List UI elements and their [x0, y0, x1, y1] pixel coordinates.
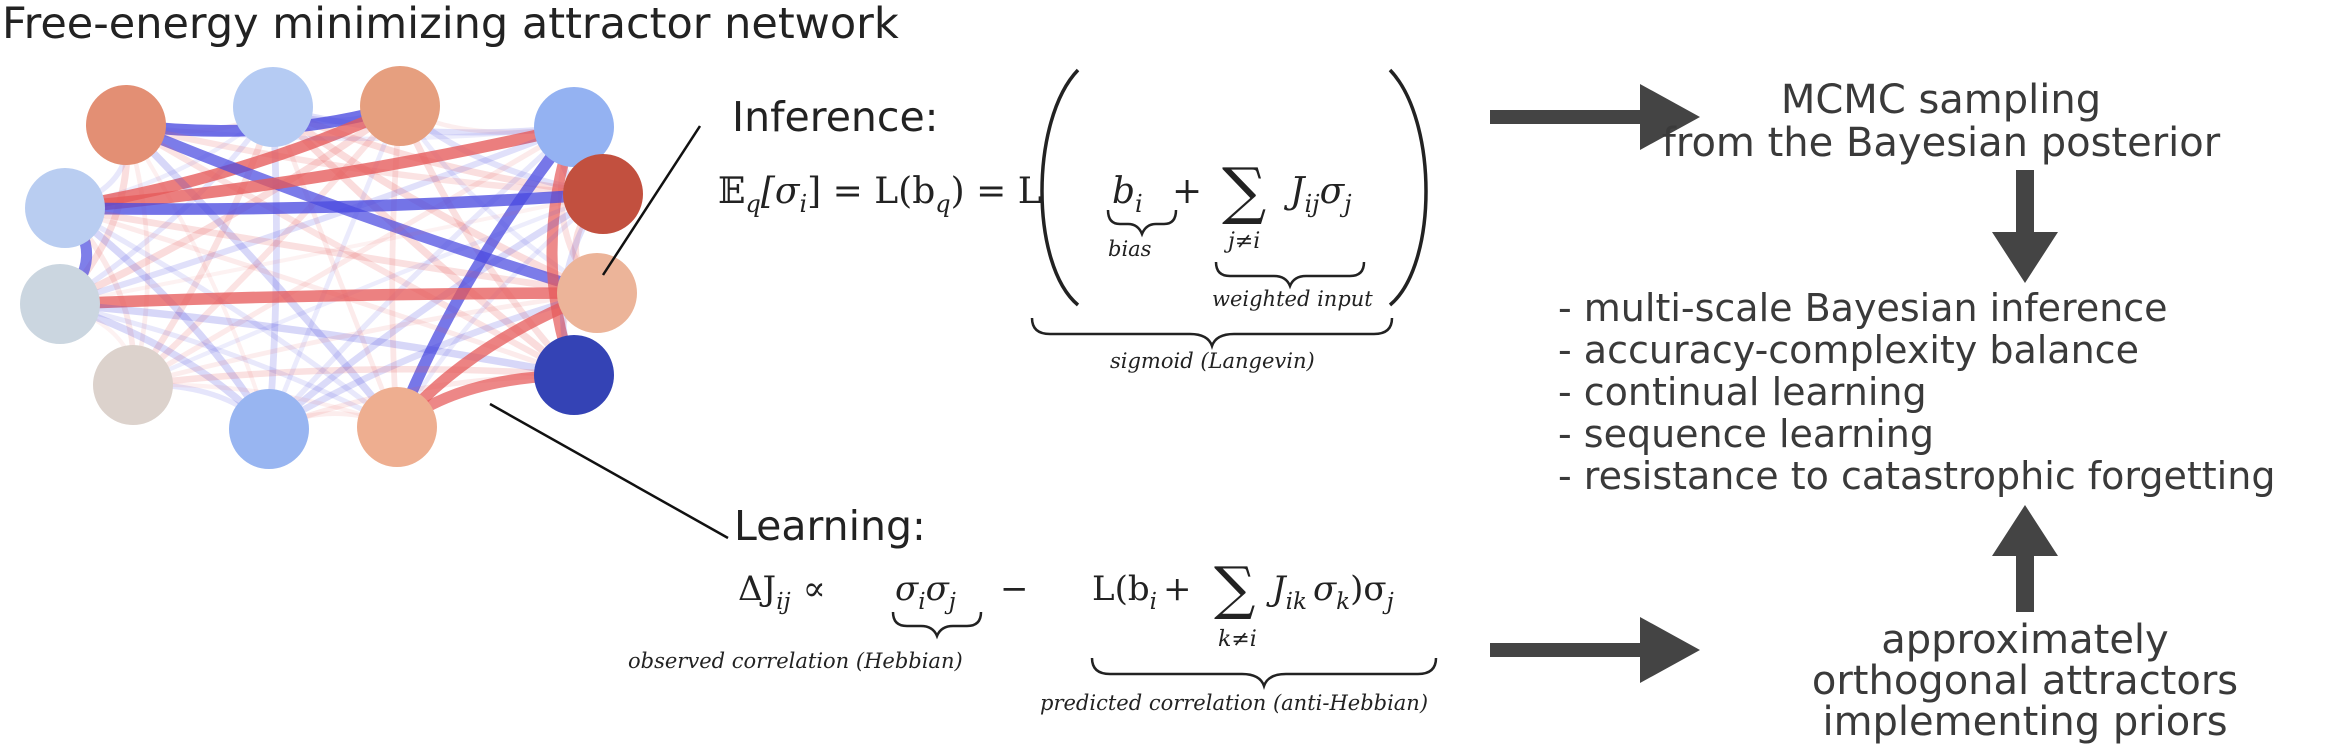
network-edge — [56, 123, 578, 308]
network-edge — [54, 287, 603, 310]
right-big-paren — [1388, 68, 1428, 307]
hebbian-underbrace — [891, 611, 983, 640]
network-node — [360, 66, 440, 146]
sum-symbol: ∑ — [1222, 154, 1266, 227]
sigmoid-label: sigmoid (Langevin) — [1110, 349, 1315, 373]
predicted-correlation-label: predicted correlation (anti-Hebbian) — [1040, 691, 1428, 715]
network-edge — [129, 366, 578, 389]
observed-correlation-label: observed correlation (Hebbian) — [628, 649, 963, 673]
network-node — [25, 168, 105, 248]
inference-leader-line — [601, 125, 702, 276]
network-node — [557, 253, 637, 333]
learning-sum-symbol: ∑ — [1214, 554, 1255, 622]
bias-underbrace — [1106, 209, 1178, 238]
network-edge — [130, 290, 600, 388]
learning-sum-index: k≠i — [1218, 627, 1257, 652]
network-node — [534, 335, 614, 415]
attractors-line-3: implementing priors — [1822, 699, 2227, 745]
mcmc-line-1: MCMC sampling — [1781, 77, 2101, 123]
arrows — [1490, 84, 2058, 683]
network-edge — [391, 121, 580, 433]
network-edge — [265, 103, 280, 433]
property-item: - resistance to catastrophic forgetting — [1558, 454, 2275, 498]
network-edge — [56, 300, 578, 379]
arrow-to-mcmc — [1490, 84, 1700, 150]
prediction-underbrace — [1090, 657, 1438, 690]
weighted-input-label: weighted input — [1212, 287, 1373, 311]
plus-sign: + — [1172, 171, 1202, 212]
network-edge — [120, 119, 603, 299]
attractors-block: approximately orthogonal attractors impl… — [1812, 617, 2238, 745]
property-item: - accuracy-complexity balance — [1558, 328, 2139, 372]
network-edge — [130, 191, 606, 388]
network-node — [233, 67, 313, 147]
mcmc-block: MCMC sampling from the Bayesian posterio… — [1662, 77, 2221, 166]
network-edge — [122, 121, 578, 379]
network-node — [357, 387, 437, 467]
minus-sign: − — [1000, 569, 1029, 609]
weighted-underbrace — [1214, 261, 1366, 290]
inference-equation: 𝔼q[σi] = L(bq) = L bi + ∑ j≠i Jijσj bias… — [718, 68, 1428, 373]
learning-heading: Learning: — [734, 502, 926, 550]
network-edge — [265, 190, 607, 433]
bias-term: bi — [1112, 171, 1143, 218]
network-edge — [129, 102, 404, 389]
properties-list: - multi-scale Bayesian inference - accur… — [1558, 286, 2275, 498]
bias-label: bias — [1108, 237, 1152, 261]
network-edge — [266, 124, 577, 432]
network-node — [20, 264, 100, 344]
sum-index: j≠i — [1223, 229, 1260, 254]
sigmoid-underbrace — [1030, 317, 1394, 350]
learning-leader-line — [489, 402, 729, 540]
mcmc-line-2: from the Bayesian posterior — [1662, 120, 2221, 166]
inference-heading: Inference: — [732, 93, 938, 141]
attractors-line-1: approximately — [1881, 617, 2168, 663]
network-nodes — [20, 66, 643, 469]
left-big-paren — [1040, 68, 1080, 307]
network-edge — [123, 122, 577, 141]
network-edge — [59, 188, 609, 215]
attractors-line-2: orthogonal attractors — [1812, 658, 2238, 704]
network-node — [563, 154, 643, 234]
property-item: - continual learning — [1558, 370, 1927, 414]
network-edge — [59, 121, 580, 214]
network-edge — [61, 204, 601, 297]
network-node — [86, 85, 166, 165]
arrow-to-attractors — [1490, 617, 1700, 683]
network-edge — [62, 205, 400, 430]
network-edge — [58, 192, 605, 306]
network-node — [93, 345, 173, 425]
learning-lhs: ΔJij∝ — [738, 569, 826, 615]
prediction-term-start: L(bi+ — [1092, 569, 1191, 615]
diagram-title: Free-energy minimizing attractor network — [2, 0, 899, 49]
network-edge — [389, 103, 403, 430]
property-item: - sequence learning — [1558, 412, 1934, 456]
network-node — [229, 389, 309, 469]
hebbian-term: σiσj — [895, 569, 956, 615]
arrow-up-to-properties — [1992, 505, 2058, 612]
arrow-down-to-properties — [1992, 170, 2058, 283]
weight-term: Jijσj — [1283, 171, 1352, 218]
property-item: - multi-scale Bayesian inference — [1558, 286, 2168, 330]
network-edge — [122, 121, 401, 431]
network-edge — [265, 289, 601, 433]
network-edge — [62, 205, 577, 378]
inference-lhs: 𝔼q[σi] = L(bq) = L — [718, 171, 1042, 218]
network-edge — [130, 124, 577, 388]
network-node — [534, 87, 614, 167]
network-edge — [57, 301, 400, 430]
network-edge — [123, 122, 272, 432]
network-edge — [266, 103, 403, 432]
